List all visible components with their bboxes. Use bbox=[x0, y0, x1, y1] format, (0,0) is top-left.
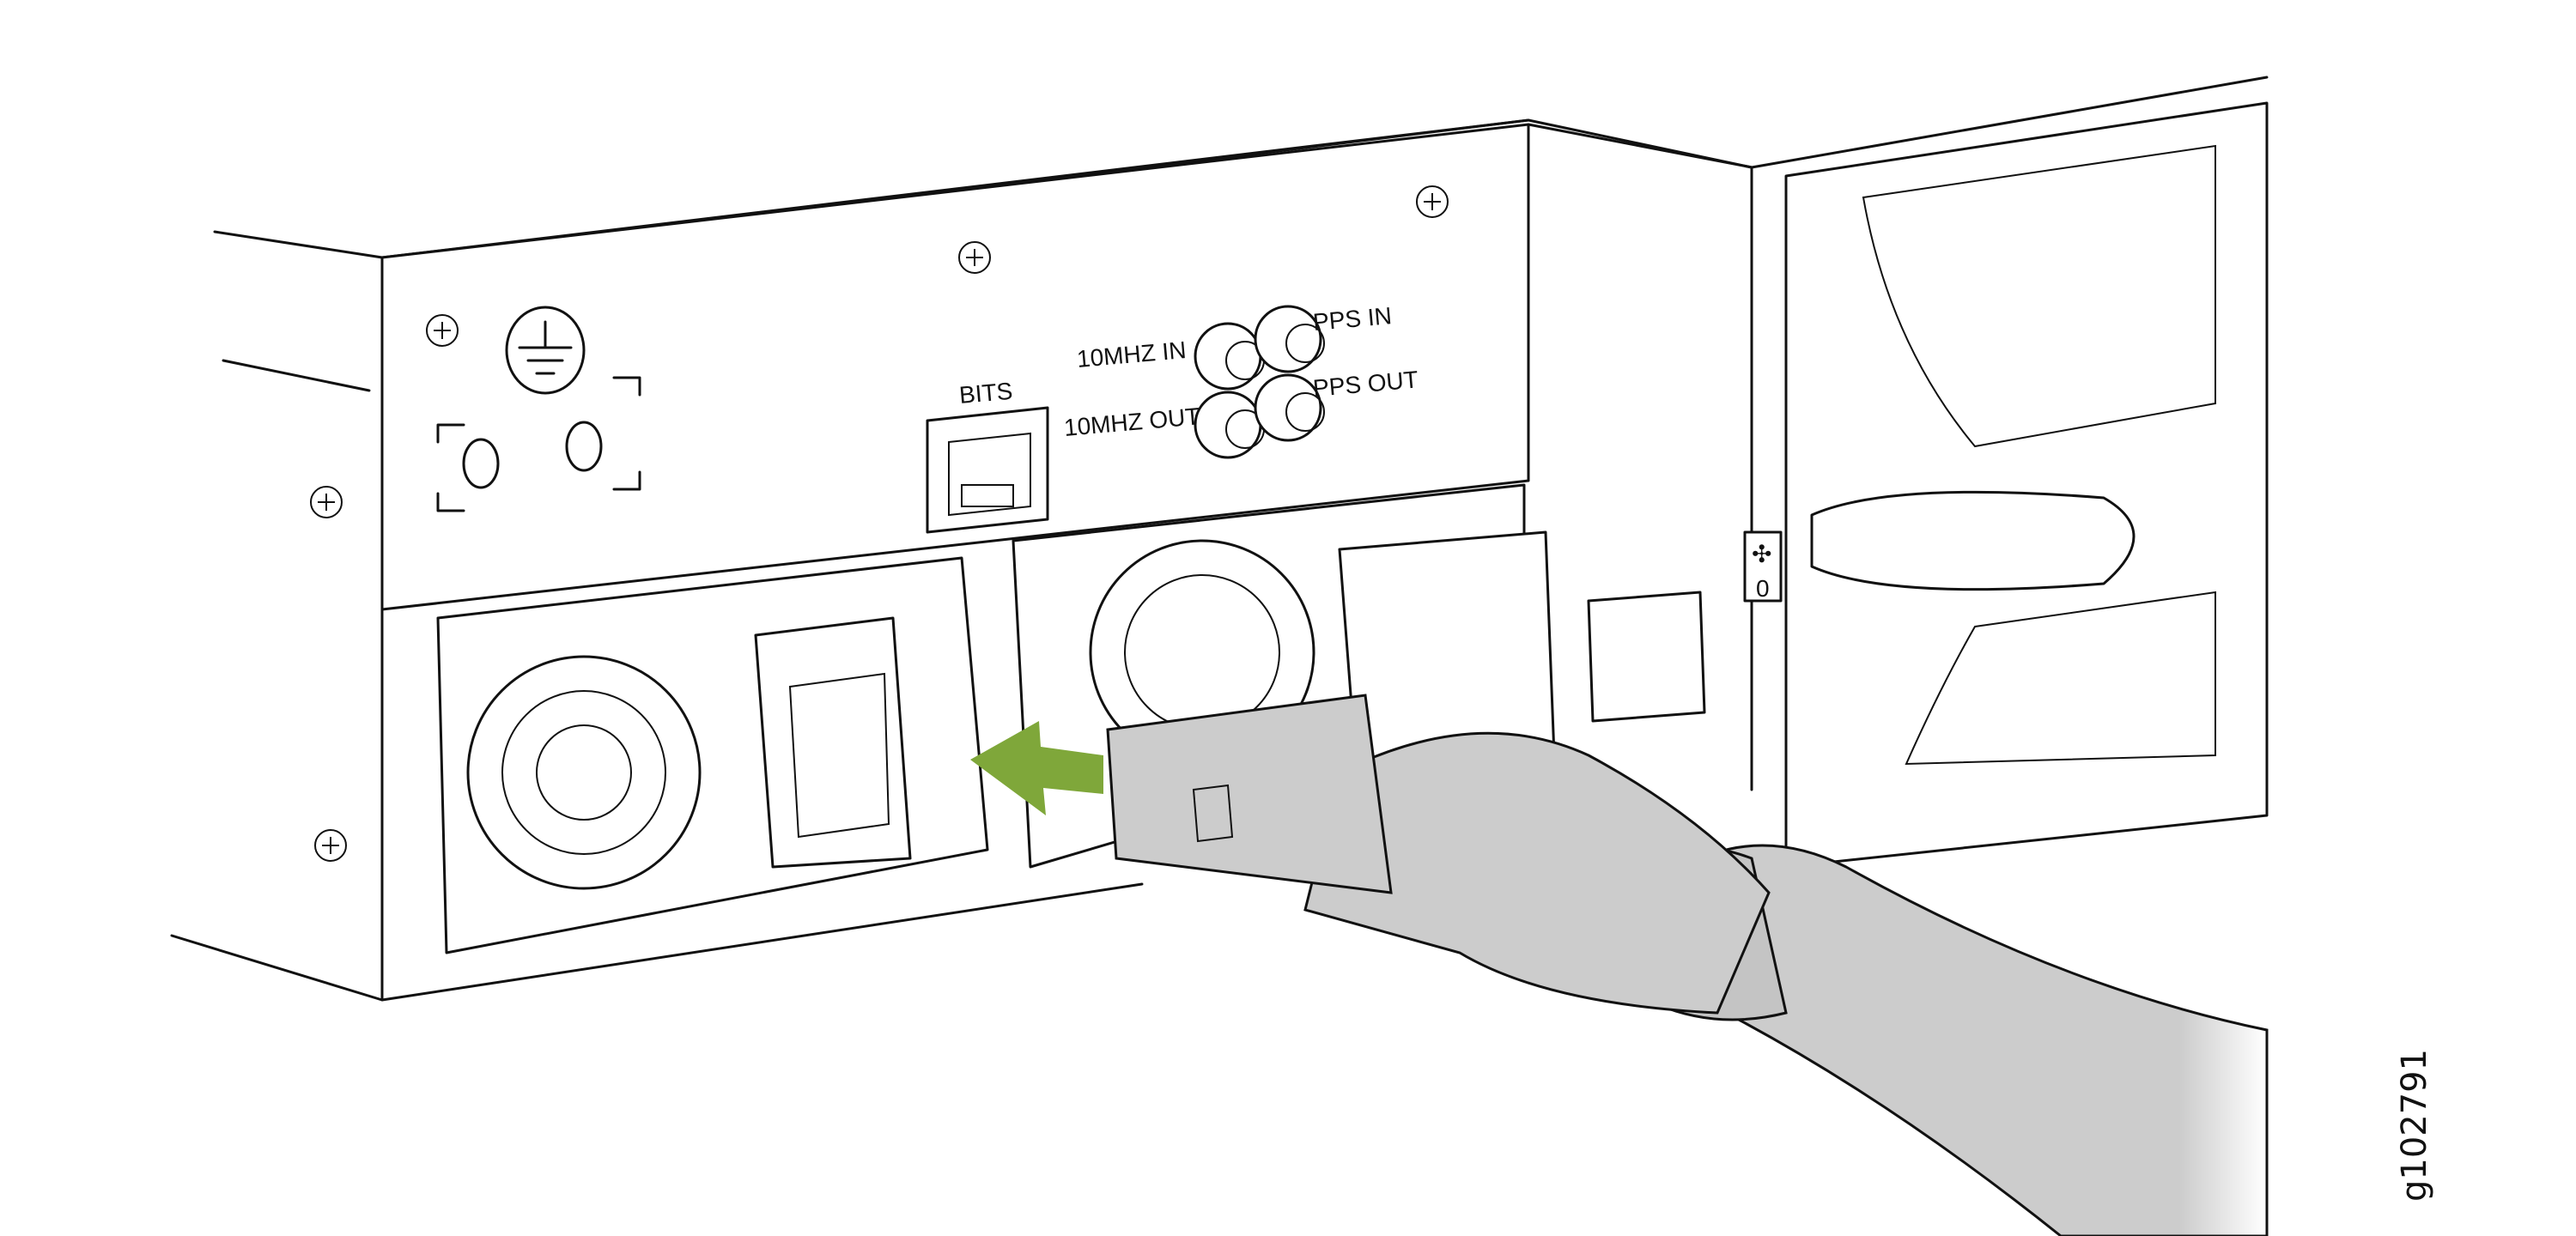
ground-hole bbox=[462, 438, 500, 489]
fan-grille-lower bbox=[1905, 591, 2216, 766]
power-supply-left bbox=[436, 556, 989, 954]
power-inlet bbox=[754, 616, 912, 869]
bits-port bbox=[926, 406, 1049, 534]
rear-panel bbox=[380, 123, 1530, 611]
fan-tray: 0 ✣ bbox=[1743, 101, 2269, 869]
power-cable bbox=[1681, 844, 2269, 1236]
rack-ear bbox=[222, 359, 371, 392]
bnc-connectors bbox=[1194, 305, 1325, 459]
chassis-bottom bbox=[170, 934, 384, 1002]
cable-plug bbox=[1106, 694, 1393, 894]
ground-lug-brackets bbox=[436, 376, 641, 512]
cable-connector-body bbox=[1303, 731, 1771, 1015]
insert-direction-arrow bbox=[970, 721, 1103, 815]
label-bits: BITS bbox=[958, 378, 1014, 409]
figure-id: g102791 bbox=[2395, 1049, 2434, 1202]
ground-hole bbox=[565, 421, 603, 472]
fan-tray-handle bbox=[1810, 490, 2136, 591]
fan-icon: ✣ bbox=[1752, 541, 1771, 567]
chassis: 0 ✣ bbox=[170, 76, 2269, 1002]
ground-icon bbox=[505, 306, 586, 395]
fan-grille-upper bbox=[1862, 144, 2216, 448]
fan-label-box bbox=[1743, 530, 1783, 603]
psu-latch bbox=[1587, 591, 1706, 723]
fan-tray-number: 0 bbox=[1756, 575, 1770, 602]
